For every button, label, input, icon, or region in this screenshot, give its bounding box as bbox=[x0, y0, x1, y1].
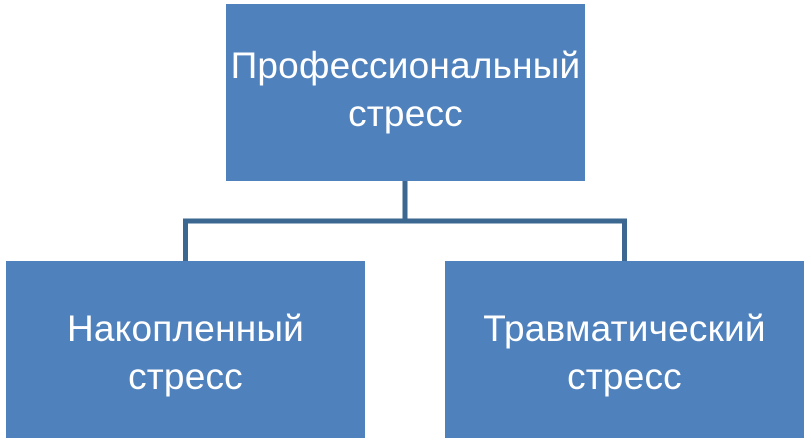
child-node-traumatic-stress: Травматический стресс bbox=[445, 261, 804, 438]
child-node-label-accumulated: Накопленный стресс bbox=[66, 307, 304, 397]
root-node-professional-stress: Профессиональный стресс bbox=[226, 4, 585, 181]
child-node-label-traumatic: Травматический стресс bbox=[483, 307, 766, 397]
root-node-label: Профессиональный стресс bbox=[230, 44, 581, 134]
child-node-accumulated-stress: Накопленный стресс bbox=[6, 261, 365, 438]
